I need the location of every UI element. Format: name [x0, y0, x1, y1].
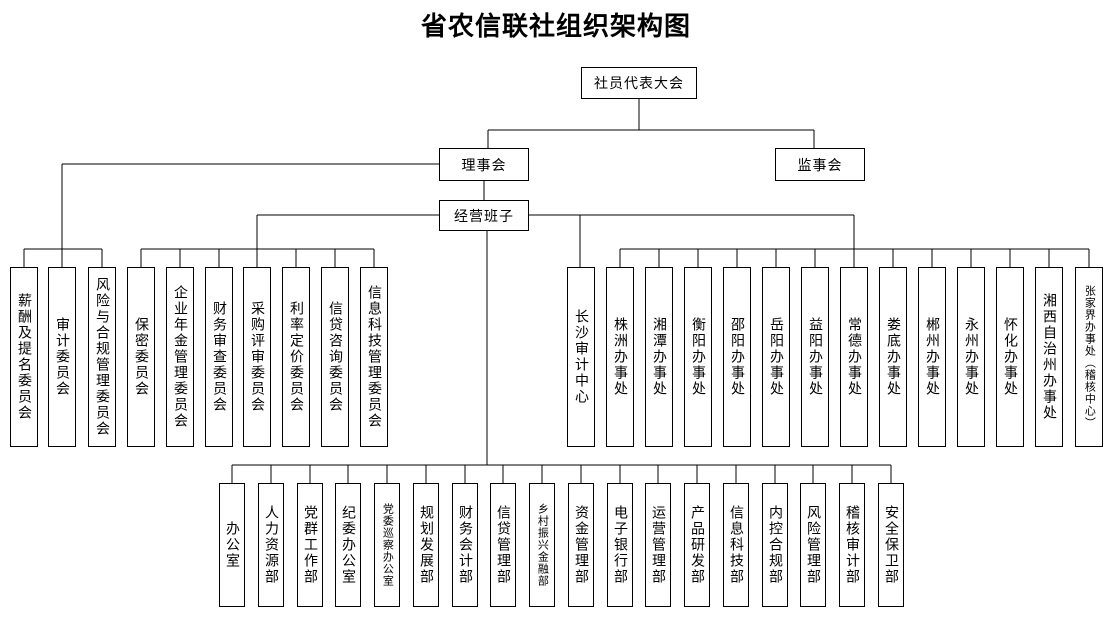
- department-box: 办公室: [219, 483, 245, 607]
- department-box: 信贷管理部: [490, 483, 516, 607]
- page-title: 省农信联社组织架构图: [420, 12, 691, 42]
- management-committee-box: 财务审查委员会: [205, 267, 233, 447]
- office-box: 邵阳办事处: [723, 267, 751, 447]
- office-box: 常德办事处: [840, 267, 868, 447]
- department-box: 党群工作部: [297, 483, 323, 607]
- office-box: 株洲办事处: [606, 267, 634, 447]
- management-committee-box: 采购评审委员会: [243, 267, 271, 447]
- department-box: 产品研发部: [684, 483, 710, 607]
- department-box: 风险管理部: [800, 483, 826, 607]
- department-box: 运营管理部: [645, 483, 671, 607]
- office-box: 湘潭办事处: [645, 267, 673, 447]
- department-box: 资金管理部: [568, 483, 594, 607]
- assembly-node: 社员代表大会: [581, 67, 697, 99]
- office-box: 张家界办事处（稽核中心）: [1075, 267, 1103, 447]
- audit-center-box: 长沙审计中心: [567, 267, 595, 447]
- management-committee-box: 信息科技管理委员会: [360, 267, 388, 447]
- board-committee-box: 审计委员会: [48, 267, 76, 447]
- management-committee-box: 保密委员会: [127, 267, 155, 447]
- office-box: 永州办事处: [957, 267, 985, 447]
- department-box: 党委巡察办公室: [374, 483, 400, 607]
- department-box: 信息科技部: [723, 483, 749, 607]
- office-box: 岳阳办事处: [762, 267, 790, 447]
- management-committee-box: 信贷咨询委员会: [321, 267, 349, 447]
- department-box: 规划发展部: [413, 483, 439, 607]
- board-committee-box: 风险与合规管理委员会: [88, 267, 116, 447]
- board-node: 理事会: [439, 148, 529, 181]
- office-box: 郴州办事处: [918, 267, 946, 447]
- department-box: 财务会计部: [452, 483, 478, 607]
- department-box: 人力资源部: [258, 483, 284, 607]
- office-box: 衡阳办事处: [684, 267, 712, 447]
- office-box: 娄底办事处: [879, 267, 907, 447]
- department-box: 内控合规部: [762, 483, 788, 607]
- board-committee-box: 薪酬及提名委员会: [10, 267, 38, 447]
- management-committee-box: 企业年金管理委员会: [166, 267, 194, 447]
- department-box: 乡村振兴金融部: [529, 483, 555, 607]
- management-node: 经营班子: [439, 200, 529, 231]
- management-committee-box: 利率定价委员会: [282, 267, 310, 447]
- office-box: 怀化办事处: [996, 267, 1024, 447]
- department-box: 稽核审计部: [839, 483, 865, 607]
- department-box: 安全保卫部: [878, 483, 904, 607]
- office-box: 益阳办事处: [801, 267, 829, 447]
- office-box: 湘西自治州办事处: [1035, 267, 1063, 447]
- department-box: 纪委办公室: [335, 483, 361, 607]
- department-box: 电子银行部: [607, 483, 633, 607]
- supervisors-node: 监事会: [775, 148, 865, 181]
